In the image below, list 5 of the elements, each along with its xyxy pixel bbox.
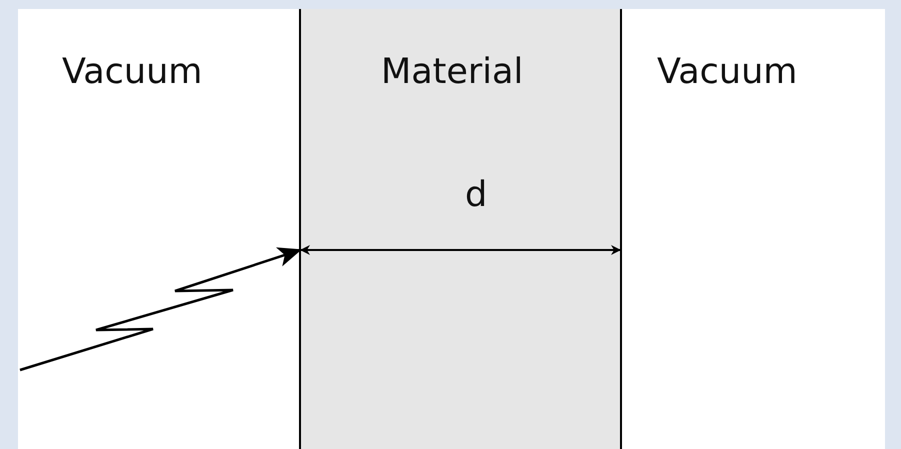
region-label: Material (381, 55, 524, 90)
material-slab (299, 9, 622, 449)
region-label: Vacuum (657, 55, 798, 90)
dimension-label: d (465, 178, 488, 213)
region-label: Vacuum (62, 55, 202, 90)
